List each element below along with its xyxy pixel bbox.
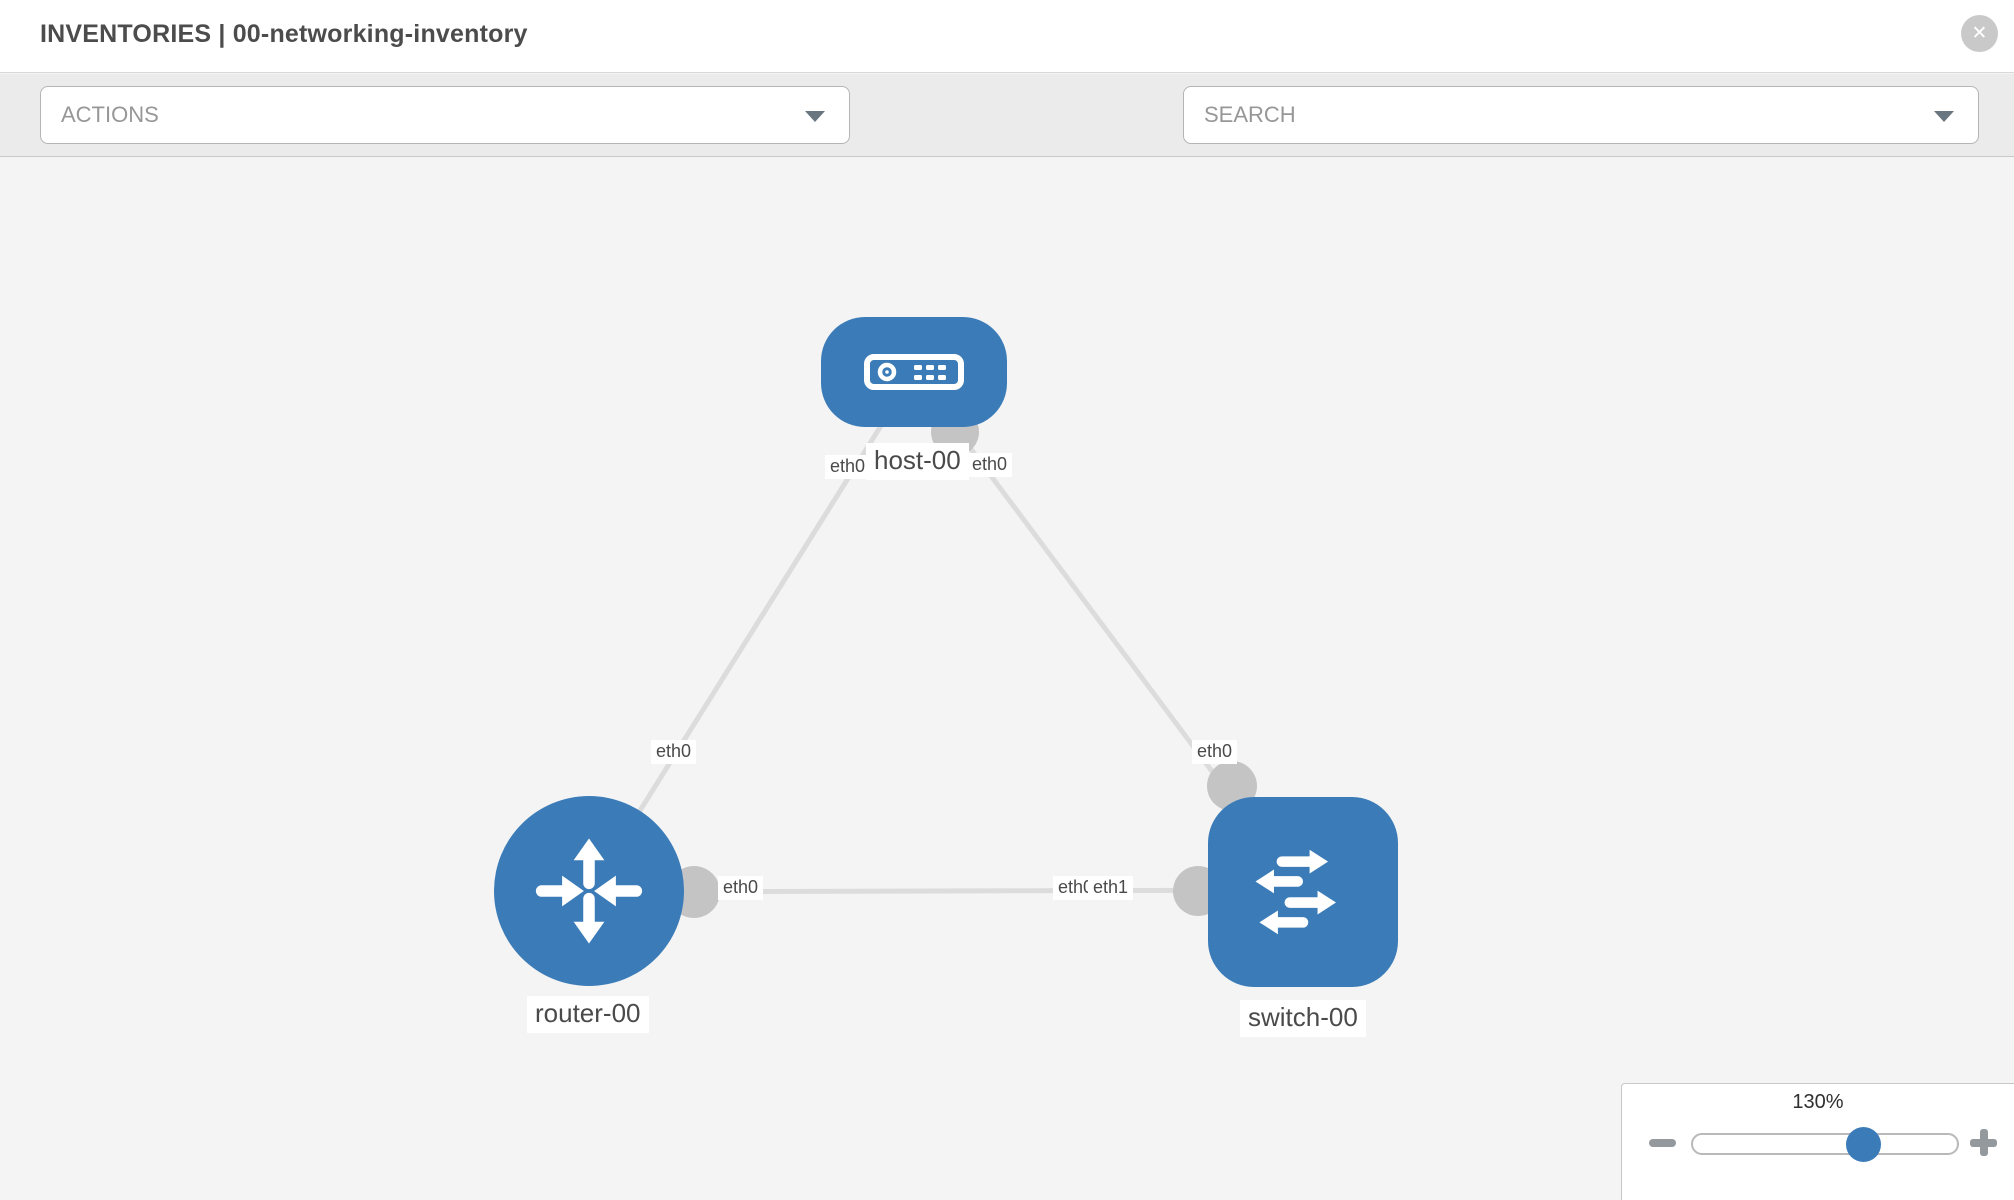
interface-label-switch-eth1: eth1	[1088, 876, 1134, 900]
zoom-slider-track[interactable]	[1691, 1133, 1959, 1155]
node-switch-00[interactable]	[1208, 797, 1398, 987]
chevron-down-icon	[1934, 111, 1954, 122]
interface-label-host-eth0: eth0	[825, 455, 871, 479]
zoom-slider-thumb[interactable]	[1846, 1127, 1881, 1162]
close-icon: ✕	[1971, 23, 1988, 44]
node-label-router-00: router-00	[527, 996, 649, 1033]
page-title: INVENTORIES | 00-networking-inventory	[40, 20, 528, 48]
zoom-out-button[interactable]	[1649, 1139, 1676, 1147]
node-router-00[interactable]	[494, 796, 684, 986]
interface-label-switch-eth0-overlapped: eth0	[1053, 876, 1093, 900]
node-label-host-00: host-00	[866, 443, 969, 480]
topology-canvas[interactable]: host-00 router-00 switch-00 eth0 eth0 et…	[0, 158, 2014, 1200]
actions-dropdown-label: ACTIONS	[61, 102, 159, 127]
interface-label-router-eth0-switch-side: eth0	[718, 876, 764, 900]
toolbar: ACTIONS SEARCH	[0, 74, 2014, 204]
node-host-00[interactable]	[821, 317, 1007, 427]
interface-label-host-eth0-switch-side: eth0	[967, 453, 1013, 477]
interface-label-switch-eth0-host-side: eth0	[1192, 740, 1238, 764]
switch-icon	[1255, 849, 1336, 935]
interface-label-router-eth0-host-side: eth0	[651, 740, 697, 764]
router-icon	[535, 838, 643, 944]
zoom-level-value: 130%	[1792, 1091, 1844, 1113]
zoom-in-button[interactable]	[1970, 1129, 1997, 1156]
close-button[interactable]: ✕	[1961, 15, 1998, 52]
chevron-down-icon	[805, 111, 825, 122]
header: INVENTORIES | 00-networking-inventory ✕	[0, 0, 2014, 73]
search-dropdown-label: SEARCH	[1204, 102, 1296, 127]
links-layer	[586, 371, 1306, 918]
zoom-panel: 130%	[1621, 1083, 2014, 1200]
search-dropdown[interactable]: SEARCH	[1183, 86, 1979, 144]
actions-dropdown[interactable]: ACTIONS	[40, 86, 850, 144]
host-icon	[864, 354, 964, 390]
node-label-switch-00: switch-00	[1240, 1000, 1366, 1037]
